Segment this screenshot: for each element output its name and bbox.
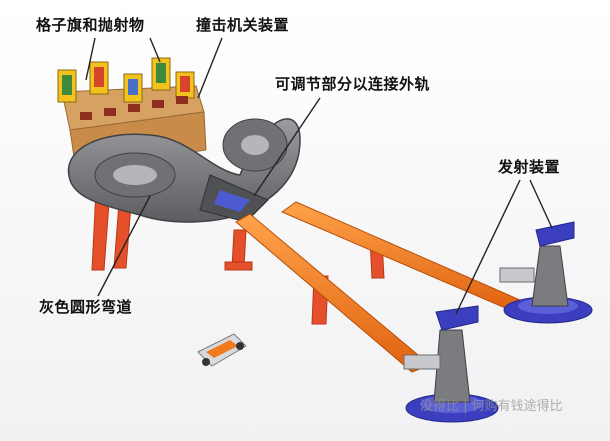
callout-gray-loop: 灰色圆形弯道 bbox=[39, 298, 133, 316]
toy-car bbox=[197, 333, 247, 367]
callout-flags: 格子旗和抛射物 bbox=[36, 16, 145, 34]
checkered-flag-icon bbox=[57, 57, 195, 103]
launcher-right bbox=[499, 221, 593, 324]
callout-adjustable-track: 可调节部分以连接外轨 bbox=[275, 75, 431, 93]
watermark: 没得比 | 何购有钱途得比 bbox=[420, 399, 563, 414]
callout-lines bbox=[85, 37, 553, 315]
gray-loop-track bbox=[67, 118, 301, 223]
launcher-left bbox=[403, 305, 499, 423]
callout-trigger: 撞击机关装置 bbox=[196, 16, 290, 34]
callout-launcher: 发射装置 bbox=[498, 158, 561, 176]
